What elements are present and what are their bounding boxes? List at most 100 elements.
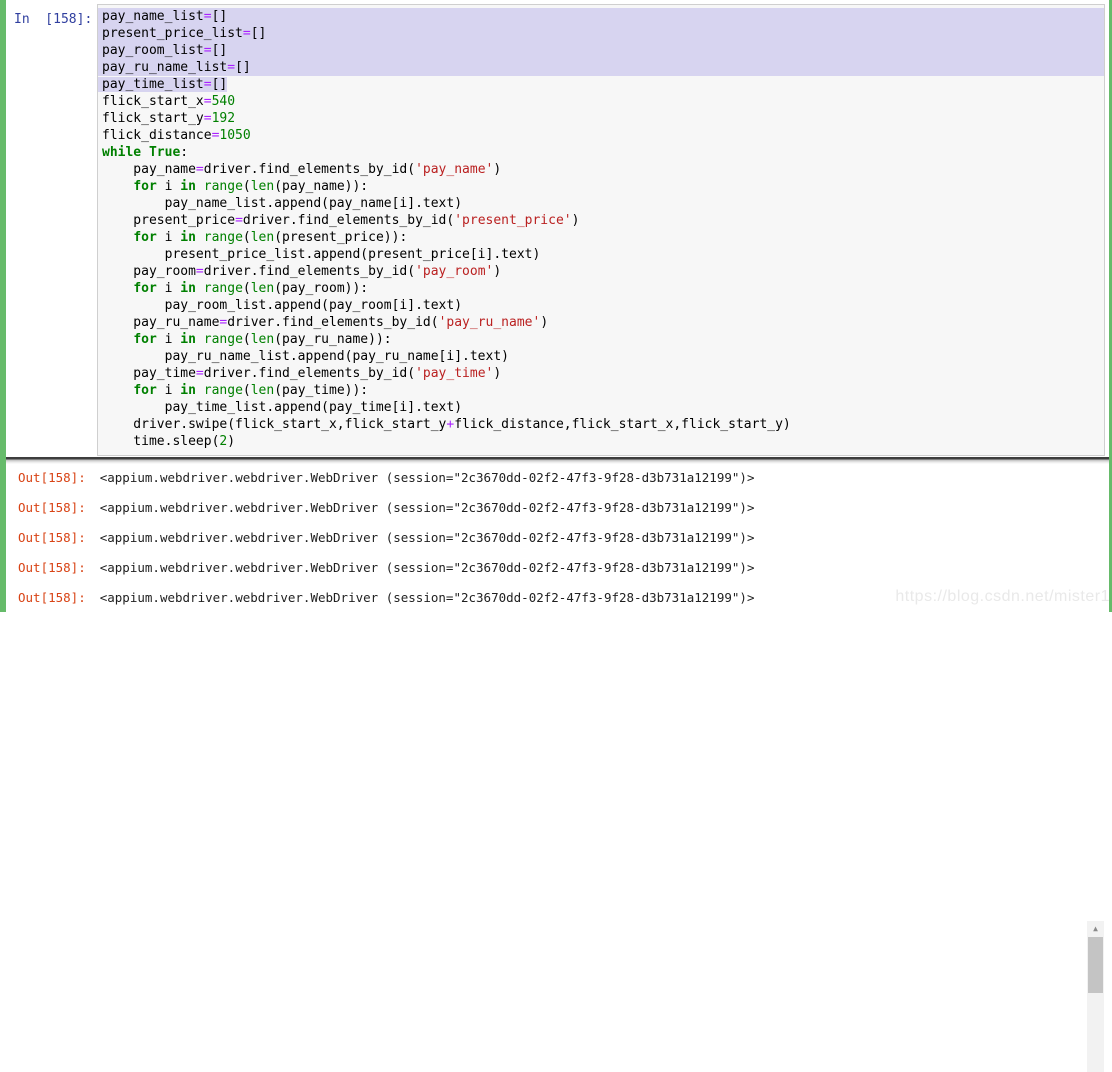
code-token: pay_time_list — [102, 77, 204, 92]
code-token: range — [203, 332, 243, 347]
code-line: pay_ru_name_list=[] — [98, 59, 1104, 76]
code-token: [] — [250, 26, 267, 41]
code-token: pay_name — [102, 162, 196, 177]
code-token: for — [133, 281, 157, 296]
code-token: driver.find_elements_by_id( — [203, 264, 416, 279]
code-token: = — [195, 162, 204, 177]
code-token: 'present_price' — [454, 213, 572, 228]
code-token: 'pay_time' — [415, 366, 494, 381]
output-prompt: Out[158]: — [18, 590, 86, 605]
code-line: pay_ru_name_list.append(pay_ru_name[i].t… — [98, 348, 1104, 365]
output-rows: Out[158]: <appium.webdriver.webdriver.Web… — [0, 460, 1112, 605]
code-token: for — [133, 230, 157, 245]
code-token: for — [133, 332, 157, 347]
code-token: [] — [211, 43, 228, 58]
code-token: ( — [242, 230, 251, 245]
code-token: range — [203, 281, 243, 296]
code-token: flick_distance — [102, 128, 212, 143]
code-token: ) — [540, 315, 549, 330]
code-token: pay_name_list.append(pay_name[i].text) — [102, 196, 463, 211]
code-token: in — [180, 332, 196, 347]
code-token: = — [203, 9, 212, 24]
code-token: 192 — [211, 111, 236, 126]
code-line: pay_time=driver.find_elements_by_id('pay… — [98, 365, 1104, 382]
output-row: Out[158]:<appium.webdriver.webdriver.Web… — [18, 558, 1112, 575]
code-token: ( — [242, 383, 251, 398]
output-scrollbar[interactable]: ▲ — [1087, 921, 1104, 1072]
code-line: while True: — [98, 144, 1104, 161]
code-token: pay_time_list.append(pay_time[i].text) — [102, 400, 463, 415]
output-prompt: Out[158]: — [18, 560, 86, 575]
code-token: 'pay_room' — [415, 264, 494, 279]
code-line: pay_name_list.append(pay_name[i].text) — [98, 195, 1104, 212]
code-token: : — [180, 145, 189, 160]
code-line: flick_start_x=540 — [98, 93, 1104, 110]
code-token: i — [156, 230, 181, 245]
code-token: pay_time — [102, 366, 196, 381]
code-line: flick_start_y=192 — [98, 110, 1104, 127]
code-token: for — [133, 179, 157, 194]
code-token: 1050 — [219, 128, 251, 143]
code-line: flick_distance=1050 — [98, 127, 1104, 144]
code-token: = — [203, 111, 212, 126]
code-token: pay_name_list — [102, 9, 204, 24]
output-value: <appium.webdriver.webdriver.WebDriver (s… — [99, 470, 755, 485]
code-token: time.sleep( — [102, 434, 220, 449]
code-token: in — [180, 281, 196, 296]
code-token — [102, 281, 133, 296]
code-token: i — [156, 383, 181, 398]
code-token: [] — [211, 9, 228, 24]
code-token — [102, 179, 133, 194]
code-token: in — [180, 383, 196, 398]
scrollbar-thumb[interactable] — [1088, 937, 1103, 993]
output-row: Out[158]: <appium.webdriver.webdriver.Web… — [18, 588, 1112, 605]
code-token — [196, 281, 204, 296]
code-line: for i in range(len(pay_name)): — [98, 178, 1104, 195]
code-token: len — [250, 383, 275, 398]
code-token: driver.swipe(flick_start_x,flick_start_y — [102, 417, 447, 432]
code-token: = — [219, 315, 228, 330]
code-line: pay_name=driver.find_elements_by_id('pay… — [98, 161, 1104, 178]
code-token: len — [250, 179, 275, 194]
code-line: present_price_list=[] — [98, 25, 1104, 42]
code-token: driver.find_elements_by_id( — [203, 366, 416, 381]
section-divider — [0, 457, 1112, 464]
code-editor[interactable]: pay_name_list=[]present_price_list=[]pay… — [97, 4, 1105, 456]
output-prompt: Out[158]: — [18, 470, 86, 485]
output-row: Out[158]: <appium.webdriver.webdriver.Web… — [18, 468, 1112, 485]
output-prompt: Out[158]: — [18, 530, 86, 545]
code-token: True — [148, 145, 181, 160]
code-token — [102, 332, 133, 347]
code-token: = — [195, 264, 204, 279]
code-token — [102, 383, 133, 398]
code-token — [196, 332, 204, 347]
code-token: driver.find_elements_by_id( — [203, 162, 416, 177]
code-line: pay_name_list=[] — [98, 8, 1104, 25]
code-token: ) — [227, 434, 236, 449]
code-token: (pay_name)): — [274, 179, 369, 194]
output-value: <appium.webdriver.webdriver.WebDriver (s… — [99, 590, 755, 605]
code-token: driver.find_elements_by_id( — [227, 315, 439, 330]
text-selection: pay_time_list=[] — [98, 77, 228, 92]
code-token: flick_start_y — [102, 111, 204, 126]
code-token: while — [102, 145, 142, 160]
code-token: = — [195, 366, 204, 381]
code-token: = — [242, 26, 251, 41]
code-line: for i in range(len(present_price)): — [98, 229, 1104, 246]
code-token: flick_distance,flick_start_x,flick_start… — [454, 417, 791, 432]
scrollbar-up-arrow-icon[interactable]: ▲ — [1093, 924, 1098, 933]
code-token: flick_start_x — [102, 94, 204, 109]
code-line: pay_room_list=[] — [98, 42, 1104, 59]
code-token: present_price_list — [102, 26, 243, 41]
code-line: for i in range(len(pay_room)): — [98, 280, 1104, 297]
code-token: 540 — [211, 94, 236, 109]
code-token: pay_room_list — [102, 43, 204, 58]
code-token: len — [250, 281, 275, 296]
code-line: pay_room=driver.find_elements_by_id('pay… — [98, 263, 1104, 280]
code-token — [196, 383, 204, 398]
code-token: (pay_ru_name)): — [274, 332, 392, 347]
code-line: pay_room_list.append(pay_room[i].text) — [98, 297, 1104, 314]
code-token: i — [156, 179, 181, 194]
code-token: = — [211, 128, 220, 143]
code-token: = — [235, 213, 243, 228]
